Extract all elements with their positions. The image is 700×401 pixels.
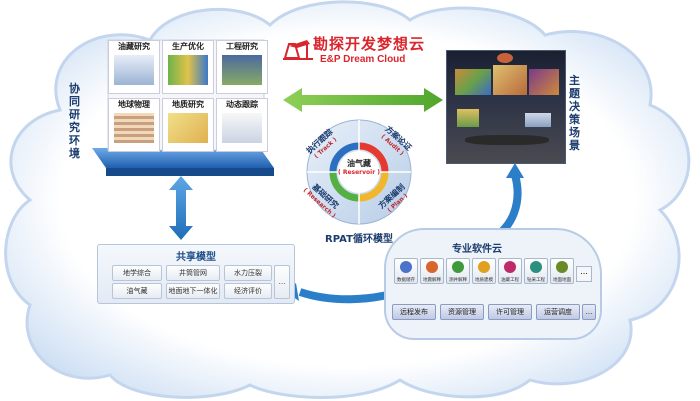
tile-reservoir-research[interactable]: 油藏研究 — [108, 40, 160, 94]
tile-engineering-research[interactable]: 工程研究 — [216, 40, 268, 94]
tile-thumbnail — [114, 55, 154, 85]
seismic-icon — [426, 261, 438, 273]
shared-model-cell[interactable]: 水力压裂 — [224, 265, 272, 281]
rpat-cycle — [306, 119, 412, 225]
oil-derrick-icon — [283, 40, 313, 60]
shared-model-cell[interactable]: 地学综合 — [112, 265, 162, 281]
screen-center — [493, 65, 527, 95]
software-cloud-title: 专业软件云 — [452, 244, 502, 255]
software-seismic-interpretation[interactable]: 地震解释 — [420, 258, 444, 284]
tile-geophysics[interactable]: 地球物理 — [108, 98, 160, 152]
shared-model-cell[interactable]: 经济评价 — [224, 283, 272, 299]
tile-thumbnail — [222, 55, 262, 85]
collaborative-environment-label: 协同 研究 环境 — [69, 82, 80, 160]
screen-small — [457, 109, 479, 127]
screen-right — [529, 69, 559, 95]
reservoir-icon — [504, 261, 516, 273]
screen-small — [525, 113, 551, 127]
shared-model-cell[interactable]: 井筒管网 — [166, 265, 220, 281]
green-double-arrow — [283, 88, 443, 112]
decision-scene-label: 主题 决策 场景 — [569, 74, 580, 152]
ops-remote-publish[interactable]: 远程发布 — [392, 304, 436, 320]
shared-model-more[interactable]: ... — [274, 265, 290, 299]
rpat-center-sub: ( Reservoir ) — [338, 169, 380, 176]
shared-model-cell[interactable]: 油气藏 — [112, 283, 162, 299]
software-data-storage[interactable]: 数据储存 — [394, 258, 418, 284]
ops-license-management[interactable]: 许可管理 — [488, 304, 532, 320]
screen-left — [455, 69, 491, 95]
tile-dynamic-tracking[interactable]: 动态跟踪 — [216, 98, 268, 152]
software-geomodeling[interactable]: 地质建模 — [472, 258, 496, 284]
tile-thumbnail — [168, 113, 208, 143]
blue-vertical-arrow — [169, 176, 193, 240]
software-drilling-engineering[interactable]: 钻采工程 — [524, 258, 548, 284]
rpat-center-label: 油气藏 — [347, 159, 371, 168]
database-icon — [400, 261, 412, 273]
geomodel-icon — [478, 261, 490, 273]
tile-production-optimization[interactable]: 生产优化 — [162, 40, 214, 94]
surface-icon — [556, 261, 568, 273]
ops-resource-management[interactable]: 资源管理 — [440, 304, 484, 320]
shared-model-title: 共享模型 — [176, 252, 216, 263]
rpat-caption: RPAT循环模型 — [325, 234, 393, 245]
software-cloud — [384, 228, 602, 340]
drilling-icon — [530, 261, 542, 273]
page-title: 勘探开发梦想云 — [313, 35, 426, 53]
software-well-log[interactable]: 测井解释 — [446, 258, 470, 284]
tile-thumbnail — [222, 113, 262, 143]
conference-table — [465, 135, 549, 145]
ops-operation-scheduling[interactable]: 运营调度 — [536, 304, 580, 320]
shared-model-cell[interactable]: 地面地下一体化 — [166, 283, 220, 299]
page-subtitle: E&P Dream Cloud — [320, 54, 406, 65]
tile-geology-research[interactable]: 地质研究 — [162, 98, 214, 152]
software-reservoir-engineering[interactable]: 油藏工程 — [498, 258, 522, 284]
well-log-icon — [452, 261, 464, 273]
ops-more[interactable]: ... — [582, 304, 596, 320]
shared-model-box: 共享模型 地学综合 井筒管网 水力压裂 油气藏 地面地下一体化 经济评价 ... — [97, 244, 295, 304]
decision-room-photo — [446, 50, 566, 164]
logo-emblem — [497, 53, 513, 63]
tile-thumbnail — [114, 113, 154, 143]
tile-thumbnail — [168, 55, 208, 85]
software-surface[interactable]: 地面地面 — [550, 258, 574, 284]
software-more[interactable]: ... — [576, 266, 592, 282]
